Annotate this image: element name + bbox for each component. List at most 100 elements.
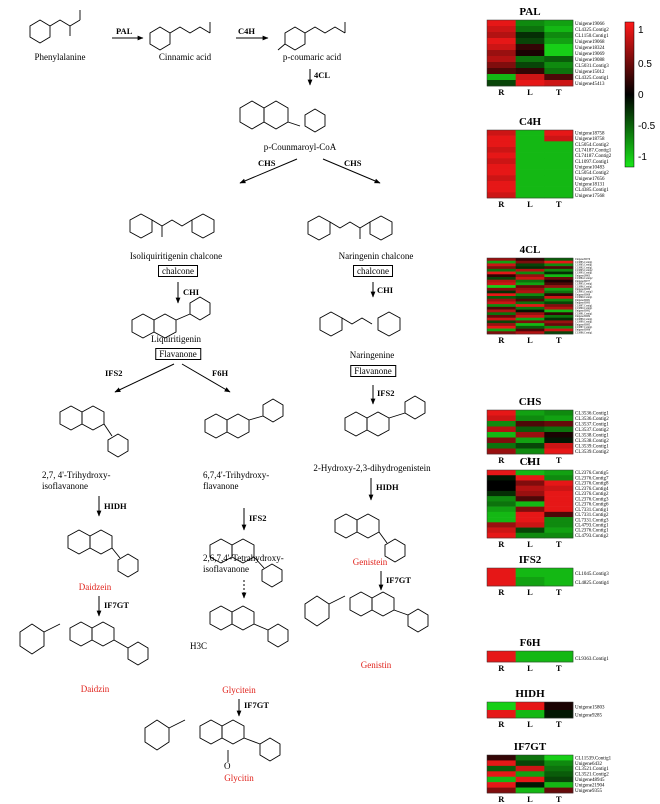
heatmap-cell (544, 325, 574, 329)
substituent-h3c: H3C (190, 641, 208, 651)
heatmap-cell (515, 568, 545, 578)
heatmap-row-label: Unigene30068 (575, 293, 591, 296)
heatmap-cell (515, 258, 545, 262)
heatmap-title: HIDH (515, 688, 545, 700)
heatmap-cell (515, 301, 545, 305)
heatmap-cell (544, 470, 574, 476)
heatmap-cell (487, 130, 516, 136)
heatmap-cell (544, 448, 574, 455)
enzyme-c4h: C4H (238, 26, 255, 36)
heatmap-cell (544, 296, 574, 300)
heatmap-row-label: Unigene48945 (575, 778, 605, 783)
heatmap-row-label: CL4793.Contig1 (575, 523, 609, 528)
structure-glycitin (144, 719, 281, 762)
substituent-o: O (224, 761, 231, 771)
structure-glycitein (209, 605, 289, 648)
class-box-flavanone-right: Flavanone (350, 365, 396, 377)
heatmap-row-label: Unigene18758 (575, 132, 605, 137)
heatmap-row-label: Unigene30086 (575, 329, 591, 332)
heatmap-row-label: CL2376.Contig4 (575, 487, 609, 492)
colorbar-tick--0.5: -0.5 (638, 121, 656, 132)
structure-cinnamic-acid (149, 22, 211, 51)
heatmap-column-label: L (527, 794, 533, 804)
heatmap-column-label: T (555, 455, 562, 465)
heatmap-column-label: L (527, 455, 533, 465)
chemical-structures (19, 10, 429, 762)
heatmap-cell (487, 485, 516, 492)
heatmap-cell (515, 130, 545, 136)
heatmap-cell (515, 410, 545, 416)
heatmap-cell (487, 511, 516, 518)
heatmap-column-label: R (498, 87, 505, 97)
heatmap-row-label: Unigene30083 (575, 302, 591, 305)
heatmap-column-label: R (498, 587, 505, 597)
structure-daidzin (19, 621, 149, 666)
heatmap-row-label: CL3538.Contig1 (575, 433, 609, 438)
heatmap-cell (544, 443, 574, 449)
heatmap-cell (544, 437, 574, 444)
heatmap-cell (487, 287, 516, 291)
heatmap-cell (544, 44, 574, 51)
heatmap-cell (487, 782, 516, 788)
heatmap-cell (515, 186, 545, 193)
heatmap-row-label: Unigene19069 (575, 52, 605, 57)
heatmap-cell (515, 277, 545, 281)
heatmap-cell (487, 501, 516, 507)
heatmap-cell (544, 771, 574, 778)
heatmap-cell (487, 577, 516, 587)
heatmap-cell (544, 263, 574, 267)
heatmap-row-label: Unigene30081 (575, 299, 591, 302)
heatmap-cell (544, 410, 574, 416)
heatmap-cell (487, 147, 516, 153)
heatmap-title: IF7GT (513, 741, 547, 753)
heatmap-cell (487, 475, 516, 481)
heatmap-row-label: CL3537.Contig1 (575, 422, 609, 427)
heatmap-row-label: Unigene18131 (575, 183, 605, 188)
heatmap-row-label: Unigene18758 (575, 137, 605, 142)
heatmap-cell (487, 26, 516, 33)
heatmap-row-label: CL3885.Contig1 (575, 261, 593, 264)
heatmap-cell (515, 268, 545, 272)
heatmap-column-label: L (527, 663, 533, 673)
enzyme-if7gt-mid: IF7GT (244, 700, 270, 710)
heatmap-row-label: CL7331.Contig1 (575, 508, 609, 513)
class-box-chalcone-right: chalcone (353, 265, 393, 277)
colorbar (624, 21, 635, 168)
heatmap-f6h: CL9363.Contig1 (486, 650, 609, 663)
heatmap-cell (487, 298, 516, 302)
compound-hydroxy-dihydrogenistein: 2-Hydroxy-2,3-dihydrogenistein (313, 463, 431, 473)
heatmap-cell (515, 755, 545, 761)
heatmap-cell (487, 755, 516, 761)
structure-tetrahydroxy-isoflavanone (209, 538, 283, 588)
structure-isoliquiritigenin-chalcone (129, 213, 215, 239)
heatmap-cell (544, 258, 574, 262)
compound-naringenine: Naringenine (349, 350, 395, 360)
heatmap-cell (487, 410, 516, 416)
heatmap-cell (544, 527, 574, 534)
heatmap-column-label: R (498, 335, 505, 345)
heatmap-title: F6H (519, 637, 541, 649)
heatmap-cell (487, 317, 516, 321)
heatmap-cell (544, 135, 574, 142)
heatmap-cell (515, 181, 545, 187)
heatmap-cell (515, 517, 545, 523)
heatmap-row-label: Unigene21904 (575, 783, 605, 788)
heatmap-cell (487, 522, 516, 528)
heatmap-c4h: Unigene18758Unigene18758CL5054.Contig2CL… (486, 129, 612, 199)
heatmap-cell (487, 480, 516, 486)
heatmap-title: 4CL (519, 244, 541, 256)
heatmap-cell (487, 443, 516, 449)
heatmap-cell (544, 511, 574, 518)
heatmap-cell (487, 765, 516, 772)
arrow-f6h (181, 363, 231, 393)
compound-daidzein: Daidzein (78, 582, 112, 592)
heatmap-cell (515, 192, 545, 199)
heatmap-cell (487, 290, 516, 294)
class-box-flavanone-left-text: Flavanone (155, 348, 201, 360)
heatmap-cell (515, 32, 545, 39)
heatmap-cell (487, 315, 516, 319)
heatmap-cell (487, 32, 516, 39)
heatmap-row-label: CL74187.Contig1 (575, 149, 612, 154)
heatmap-cell (515, 26, 545, 33)
